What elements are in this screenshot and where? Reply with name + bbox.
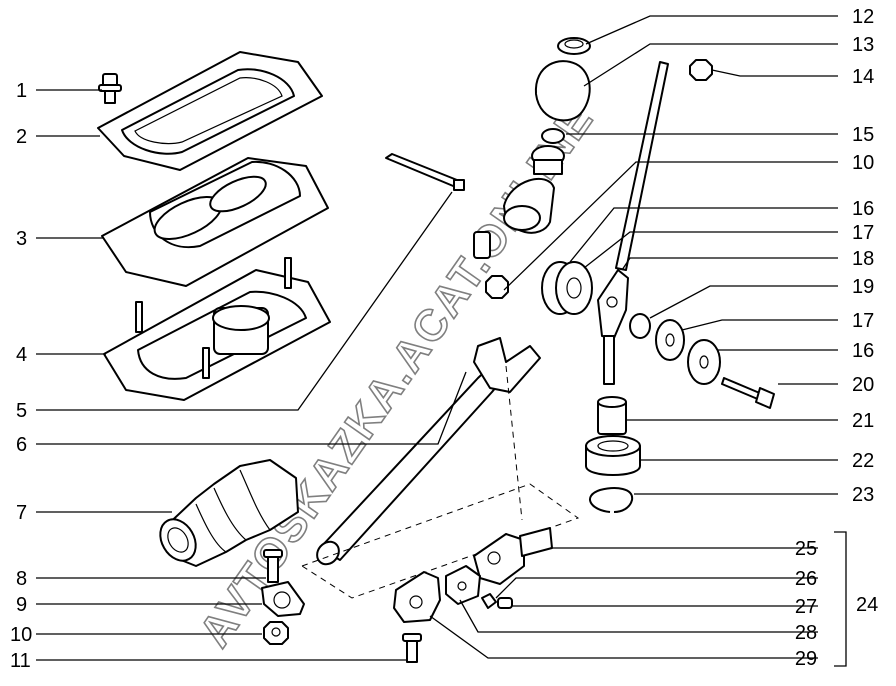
callout-11: 11 xyxy=(10,650,31,672)
part-28-block xyxy=(445,565,481,605)
callout-7: 7 xyxy=(16,502,27,524)
callout-17-upper: 17 xyxy=(852,222,874,244)
part-22-bearing xyxy=(585,435,641,476)
callouts-right: 12 13 14 15 10 16 17 18 19 17 16 20 21 2… xyxy=(795,6,878,670)
callout-26: 26 xyxy=(795,568,817,590)
part-13-knob xyxy=(534,60,591,122)
part-9-clamp xyxy=(261,581,305,617)
callout-2: 2 xyxy=(16,126,27,148)
assembly-outline xyxy=(300,483,580,599)
part-10-bushing-upper xyxy=(473,178,555,259)
callouts-left: 1 2 3 4 5 6 7 8 9 10 11 xyxy=(10,80,32,672)
callout-24-group: 24 xyxy=(856,594,878,616)
callout-21: 21 xyxy=(852,410,874,432)
part-4-base xyxy=(103,257,331,401)
callout-22: 22 xyxy=(852,450,874,472)
callout-18: 18 xyxy=(852,248,874,270)
part-27-pin xyxy=(497,597,513,609)
part-11-screw xyxy=(402,633,422,663)
callout-10-left: 10 xyxy=(10,624,32,646)
callout-27: 27 xyxy=(795,596,817,618)
part-7-boot xyxy=(159,459,299,567)
part-14-nut xyxy=(689,59,713,81)
part-25-yoke xyxy=(473,527,553,585)
callout-17-lower: 17 xyxy=(852,310,874,332)
callout-19: 19 xyxy=(852,276,874,298)
part-19-bush xyxy=(629,313,651,339)
part-2-frame xyxy=(97,51,323,171)
part-8-screw xyxy=(263,549,283,583)
callout-20: 20 xyxy=(852,374,874,396)
callout-15: 15 xyxy=(852,124,874,146)
part-29-fork xyxy=(393,571,441,623)
part-23-circlip xyxy=(589,487,634,513)
group-bracket xyxy=(834,531,847,667)
part-1-bolt xyxy=(98,73,122,104)
callout-5: 5 xyxy=(16,400,27,422)
part-17-washer xyxy=(655,319,685,361)
part-10-nut-left xyxy=(263,621,289,645)
callout-14: 14 xyxy=(852,66,874,88)
callout-3: 3 xyxy=(16,228,27,250)
part-26-pin xyxy=(481,593,497,609)
callout-6: 6 xyxy=(16,434,27,456)
callout-12: 12 xyxy=(852,6,874,28)
callout-4: 4 xyxy=(16,344,27,366)
callout-16-upper: 16 xyxy=(852,198,874,220)
callout-13: 13 xyxy=(852,34,874,56)
callout-1: 1 xyxy=(16,80,27,102)
part-12-cap xyxy=(557,37,591,55)
callout-9: 9 xyxy=(16,594,27,616)
callout-16-lower: 16 xyxy=(852,340,874,362)
callout-25: 25 xyxy=(795,538,817,560)
callout-10-right: 10 xyxy=(852,152,874,174)
callout-29: 29 xyxy=(795,648,817,670)
part-5-cable-tie xyxy=(385,153,465,191)
part-20-bolt xyxy=(721,377,775,409)
part-3-cover xyxy=(101,157,329,287)
callout-8: 8 xyxy=(16,568,27,590)
part-6-shift-rod xyxy=(316,337,541,566)
callout-23: 23 xyxy=(852,484,874,506)
leader-lines xyxy=(36,15,838,661)
part-15-ring xyxy=(531,128,565,175)
part-18-lever xyxy=(597,61,669,385)
part-16-pulley xyxy=(541,261,593,315)
part-21-bushing xyxy=(597,396,627,435)
part-16-washer xyxy=(687,339,721,385)
callout-28: 28 xyxy=(795,622,817,644)
part-10-nut-mid xyxy=(485,275,509,299)
